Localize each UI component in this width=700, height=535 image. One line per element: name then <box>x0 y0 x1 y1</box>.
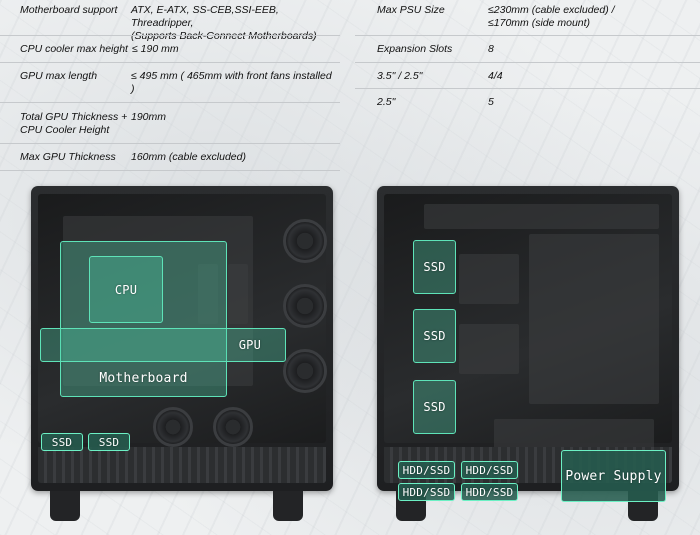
gpu-label: GPU <box>238 338 261 352</box>
spec-label: Total GPU Thickness + CPU Cooler Height <box>20 111 131 137</box>
spec-value: 5 <box>488 96 494 108</box>
spec-row-gpu-max-length: GPU max length ≤ 495 mm ( 465mm with fro… <box>0 70 340 96</box>
hdd-ssd-label: HDD/SSD <box>402 463 451 477</box>
hdd-ssd-label: HDD/SSD <box>402 485 451 499</box>
ssd-label: SSD <box>423 400 446 414</box>
gpu-highlight: GPU <box>40 328 286 362</box>
ssd-label: SSD <box>98 435 120 449</box>
fan <box>213 407 253 447</box>
hdd-ssd-label: HDD/SSD <box>465 485 514 499</box>
spec-value: ≤ 495 mm ( 465mm with front fans install… <box>131 70 340 96</box>
spec-label: GPU max length <box>20 70 98 82</box>
spec-row-max-psu-size: Max PSU Size ≤230mm (cable excluded) / ≤… <box>355 4 700 30</box>
spec-value-line: (Supports Back-Connect Motherboards) <box>131 30 317 42</box>
case-interior <box>384 194 672 454</box>
cable-cutout <box>198 264 218 324</box>
cpu-label: CPU <box>114 282 138 297</box>
fan <box>283 284 327 328</box>
ssd-highlight-2: SSD <box>88 433 130 451</box>
ssd-label: SSD <box>51 435 73 449</box>
power-supply-highlight: Power Supply <box>561 450 666 502</box>
spec-table-left: Motherboard support ATX, E-ATX, SS-CEB,S… <box>0 0 340 175</box>
spec-row-motherboard-support: Motherboard support ATX, E-ATX, SS-CEB,S… <box>0 4 340 43</box>
spec-label: CPU cooler max height <box>20 43 128 55</box>
ssd-highlight-bottom: SSD <box>413 380 456 434</box>
spec-row-2-5: 2.5" 5 <box>355 96 700 109</box>
divider <box>0 143 340 144</box>
spec-value-line: ≤ 495 mm ( 465mm with front fans install… <box>131 70 332 82</box>
hdd-ssd-highlight-4: HDD/SSD <box>461 483 518 501</box>
motherboard-highlight: Motherboard <box>60 241 227 397</box>
spec-value: ATX, E-ATX, SS-CEB,SSI-EEB, Threadripper… <box>131 4 340 43</box>
case-interior <box>38 194 327 447</box>
spec-value: 190mm <box>131 111 167 123</box>
spec-label-line: CPU Cooler Height <box>20 124 110 136</box>
spec-value: 8 <box>488 43 494 55</box>
cpu-highlight: CPU <box>89 256 163 323</box>
spec-row-total-gpu-thickness: Total GPU Thickness + CPU Cooler Height … <box>0 111 340 137</box>
fan <box>283 349 327 393</box>
rear-cutouts <box>529 234 659 404</box>
case-foot <box>50 491 80 521</box>
spec-row-max-gpu-thickness: Max GPU Thickness 160mm (cable excluded) <box>0 151 340 164</box>
divider <box>0 62 340 63</box>
spec-value-line: ≤170mm (side mount) <box>488 17 591 29</box>
rear-top-bracket <box>424 204 659 229</box>
ssd-label: SSD <box>423 260 446 274</box>
cable-cutout <box>228 264 248 324</box>
hdd-ssd-highlight-2: HDD/SSD <box>461 461 518 479</box>
case-image-rear <box>377 186 679 491</box>
spec-label: Max PSU Size <box>377 4 445 16</box>
spec-label-line: Total GPU Thickness + <box>20 111 128 123</box>
spec-label: Max GPU Thickness <box>20 151 116 163</box>
spec-value-line: ATX, E-ATX, SS-CEB,SSI-EEB, Threadripper… <box>131 4 279 29</box>
power-supply-label: Power Supply <box>565 468 662 484</box>
fan <box>153 407 193 447</box>
ssd-highlight-middle: SSD <box>413 309 456 363</box>
spec-table-right: Max PSU Size ≤230mm (cable excluded) / ≤… <box>355 0 700 115</box>
divider <box>355 35 700 36</box>
divider <box>0 102 340 103</box>
spec-label: Expansion Slots <box>377 43 453 55</box>
motherboard-label: Motherboard <box>99 371 188 386</box>
divider <box>355 88 700 89</box>
spec-value: 160mm (cable excluded) <box>131 151 246 163</box>
spec-label: 3.5" / 2.5" <box>377 70 423 82</box>
cable-tie-area <box>459 254 519 304</box>
divider <box>0 170 340 171</box>
ssd-label: SSD <box>423 329 446 343</box>
spec-row-cpu-cooler: CPU cooler max height ≤ 190 mm <box>0 43 340 56</box>
divider <box>355 62 700 63</box>
hdd-ssd-highlight-3: HDD/SSD <box>398 483 455 501</box>
cable-tie-area <box>459 324 519 374</box>
spec-label: 2.5" <box>377 96 396 108</box>
ssd-highlight-top: SSD <box>413 240 456 294</box>
fan <box>283 219 327 263</box>
spec-value: ≤ 190 mm <box>132 43 179 55</box>
ssd-highlight-1: SSD <box>41 433 83 451</box>
case-front-grille <box>38 447 326 483</box>
case-foot <box>273 491 303 521</box>
spec-value: 4/4 <box>488 70 503 82</box>
hdd-ssd-highlight-1: HDD/SSD <box>398 461 455 479</box>
divider <box>0 35 340 36</box>
spec-row-3-5-2-5: 3.5" / 2.5" 4/4 <box>355 70 700 83</box>
spec-value: ≤230mm (cable excluded) / ≤170mm (side m… <box>488 4 700 30</box>
spec-value-line: ≤230mm (cable excluded) / <box>488 4 615 16</box>
spec-label: Motherboard support <box>20 4 118 16</box>
spec-row-expansion-slots: Expansion Slots 8 <box>355 43 700 56</box>
spec-value-line: ) <box>131 83 135 95</box>
motherboard-tray <box>63 216 253 386</box>
hdd-ssd-label: HDD/SSD <box>465 463 514 477</box>
case-image-front <box>31 186 333 491</box>
